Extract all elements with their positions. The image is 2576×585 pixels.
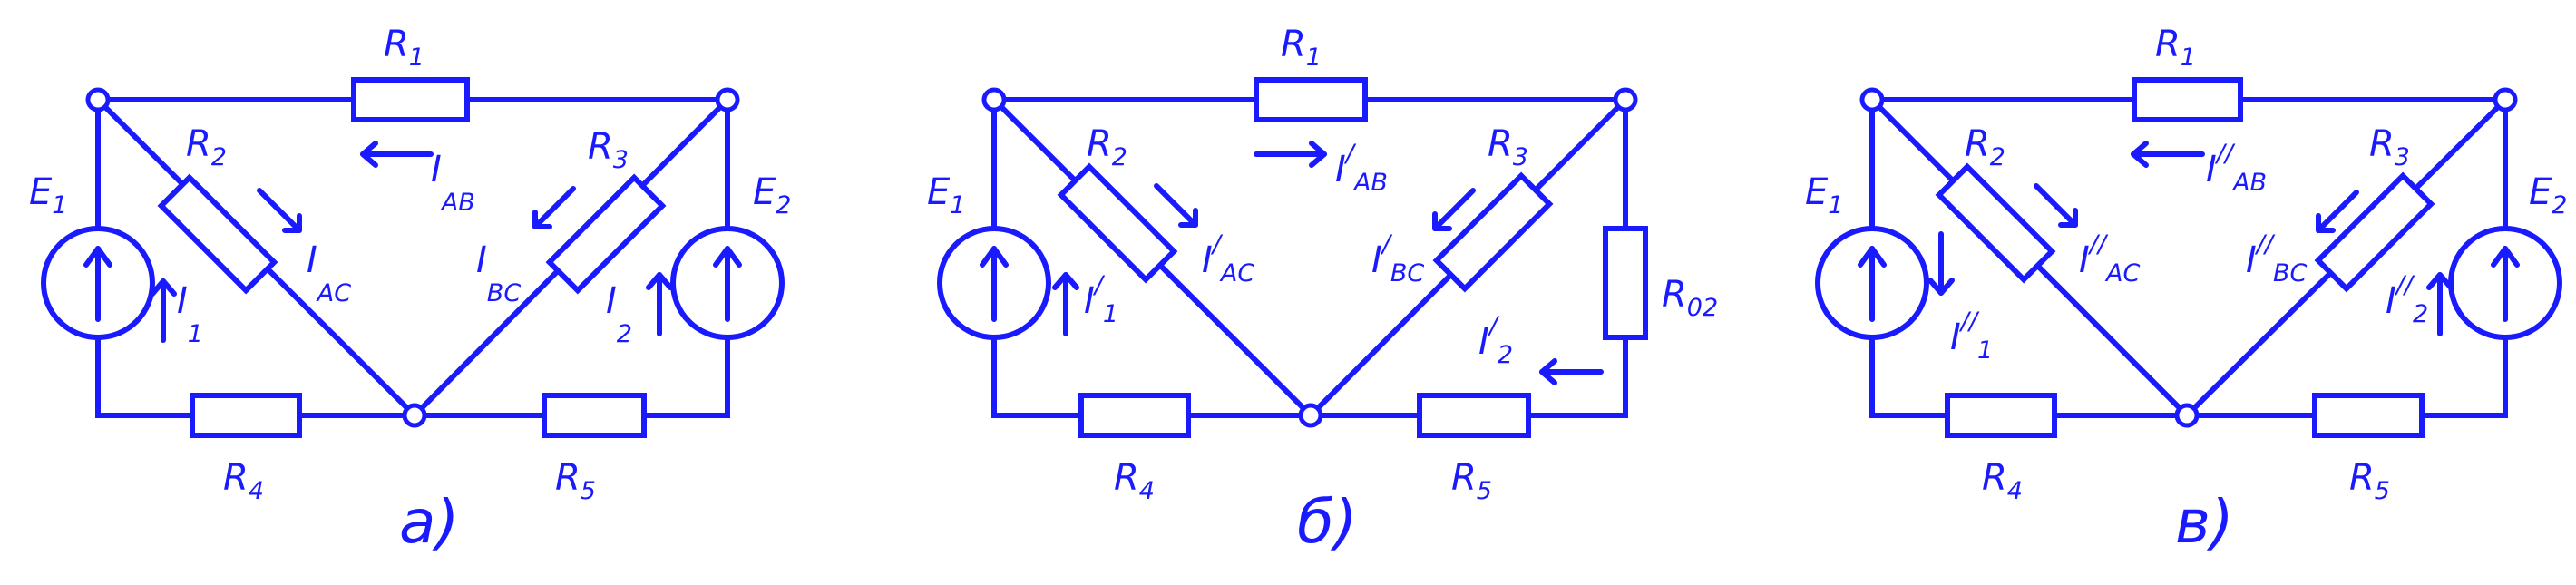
node-b bbox=[2493, 87, 2518, 112]
caption-b: б) bbox=[1297, 487, 1357, 557]
circuit-a: R1 R2 R3 R4 R5 E1 E2 IAB IAC IBC I1 I2 а… bbox=[29, 24, 791, 557]
node-b bbox=[715, 87, 740, 112]
resistor-r1 bbox=[1254, 77, 1368, 122]
resistor-r1 bbox=[351, 77, 470, 122]
current-iac-arrow bbox=[1154, 183, 1198, 228]
label-e2: E2 bbox=[2529, 171, 2567, 219]
label-r2: R2 bbox=[186, 123, 227, 171]
label-i1: I/1 bbox=[1084, 271, 1118, 328]
resistor-r3 bbox=[1432, 171, 1554, 293]
label-r4: R4 bbox=[223, 457, 264, 505]
caption-a: а) bbox=[399, 487, 459, 557]
label-r1: R1 bbox=[384, 24, 424, 72]
label-e2: E2 bbox=[753, 171, 791, 219]
label-iac: IAC bbox=[307, 239, 351, 307]
circuit-b: R1 R2 R3 R4 R5 R02 E1 I/AB I/AC I/BC I/1… bbox=[927, 24, 1718, 557]
label-r2: R2 bbox=[1087, 123, 1127, 171]
node-c bbox=[402, 403, 427, 428]
current-ibc-arrow bbox=[1432, 188, 1476, 231]
caption-c: в) bbox=[2175, 487, 2234, 557]
label-i2: I/2 bbox=[1478, 312, 1513, 369]
resistor-r4 bbox=[1078, 393, 1191, 438]
node-c bbox=[1298, 403, 1323, 428]
resistor-r5 bbox=[2312, 393, 2425, 438]
label-i2: I2 bbox=[606, 280, 632, 348]
node-a bbox=[981, 87, 1007, 112]
node-c bbox=[2174, 403, 2200, 428]
label-r4: R4 bbox=[1114, 457, 1155, 505]
label-r5: R5 bbox=[555, 457, 596, 505]
label-r3: R3 bbox=[2369, 123, 2410, 171]
resistor-r4 bbox=[190, 393, 302, 438]
resistor-r5 bbox=[1417, 393, 1531, 438]
label-iab: I//AB bbox=[2206, 140, 2267, 197]
resistor-r3 bbox=[545, 173, 667, 295]
label-r2: R2 bbox=[1965, 123, 2005, 171]
resistor-r2 bbox=[1057, 162, 1178, 284]
resistor-r1 bbox=[2132, 77, 2243, 122]
label-r4: R4 bbox=[1982, 457, 2023, 505]
label-iab: IAB bbox=[431, 149, 475, 217]
label-e1: E1 bbox=[927, 171, 965, 219]
label-iac: I/AC bbox=[1202, 230, 1254, 288]
label-r02: R02 bbox=[1662, 274, 1718, 322]
resistor-r2 bbox=[157, 173, 278, 295]
node-a bbox=[85, 87, 111, 112]
label-i2: I//2 bbox=[2386, 271, 2428, 328]
label-r1: R1 bbox=[2155, 24, 2196, 72]
current-iac-arrow bbox=[257, 188, 302, 233]
label-iab: I/AB bbox=[1335, 140, 1388, 197]
resistor-r5 bbox=[542, 393, 647, 438]
label-ibc: IBC bbox=[476, 239, 521, 307]
resistor-r4 bbox=[1945, 393, 2057, 438]
current-ibc-arrow bbox=[532, 186, 576, 229]
label-ibc: I//BC bbox=[2246, 230, 2308, 288]
circuit-c: R1 R2 R3 R4 R5 E1 E2 I//AB I//AC I//BC I… bbox=[1805, 24, 2567, 557]
label-r1: R1 bbox=[1281, 24, 1322, 72]
label-r5: R5 bbox=[1451, 457, 1492, 505]
node-b bbox=[1613, 87, 1638, 112]
current-iac-arrow bbox=[2034, 183, 2078, 228]
resistor-r02 bbox=[1603, 226, 1648, 340]
label-i1: I//1 bbox=[1950, 307, 1993, 365]
resistor-r2 bbox=[1935, 162, 2056, 284]
label-r3: R3 bbox=[588, 126, 629, 174]
resistor-r3 bbox=[2314, 171, 2435, 293]
node-a bbox=[1859, 87, 1885, 112]
current-ibc-arrow bbox=[2316, 190, 2359, 233]
label-r5: R5 bbox=[2349, 457, 2390, 505]
label-e1: E1 bbox=[29, 171, 67, 219]
label-e1: E1 bbox=[1805, 171, 1843, 219]
label-iac: I//AC bbox=[2079, 230, 2140, 288]
label-i1: I1 bbox=[177, 280, 203, 348]
label-ibc: I/BC bbox=[1371, 230, 1424, 288]
label-r3: R3 bbox=[1488, 123, 1528, 171]
